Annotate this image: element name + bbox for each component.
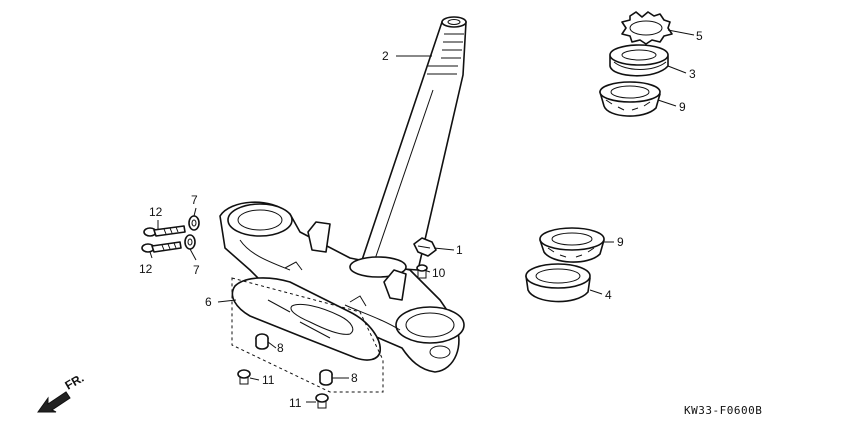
callout-11-upper: 11 [262,373,275,387]
lock-washer [621,11,673,45]
callout-5: 5 [696,29,703,43]
callout-6: 6 [205,295,212,309]
screw-11-upper [237,369,251,385]
callout-7-lower: 7 [193,263,200,277]
lower-bearing [539,227,605,263]
assembly-outline [231,277,384,393]
callout-12-upper: 12 [149,205,163,219]
callout-7-upper: 7 [191,193,198,207]
callout-12-lower: 12 [139,262,153,276]
washer-7-lower [184,234,196,250]
lower-race [525,263,591,303]
drawing-code: KW33-F0600B [684,404,762,417]
callout-9-lower: 9 [617,235,624,249]
bolt-10 [416,264,428,279]
direction-label: FR. [63,371,87,393]
stem-cover [231,277,381,361]
bolt-12-upper [143,225,186,237]
front-direction-indicator: FR. [37,371,87,413]
callout-1: 1 [456,243,463,257]
arrow-icon [37,391,71,413]
cable-clip [413,237,437,257]
steering-stem [359,16,467,271]
leader-lines [149,29,695,403]
callout-10: 10 [432,266,446,280]
upper-bearing [599,81,661,117]
callout-2: 2 [382,49,389,63]
washer-7-upper [188,215,200,231]
collar-8-lower [319,369,333,386]
collar-8-upper [255,333,269,350]
callout-8-upper: 8 [277,341,284,355]
callout-11-lower: 11 [289,396,302,410]
bolt-12-lower [141,241,182,253]
callout-labels: 2 5 3 9 9 4 1 10 12 12 7 7 6 8 8 11 11 [139,29,703,410]
upper-race [609,44,669,77]
bottom-bridge [219,201,465,373]
screw-11-lower [315,393,329,409]
callout-3: 3 [689,67,696,81]
callout-4: 4 [605,288,612,302]
callout-8-lower: 8 [351,371,358,385]
callout-9-upper: 9 [679,100,686,114]
